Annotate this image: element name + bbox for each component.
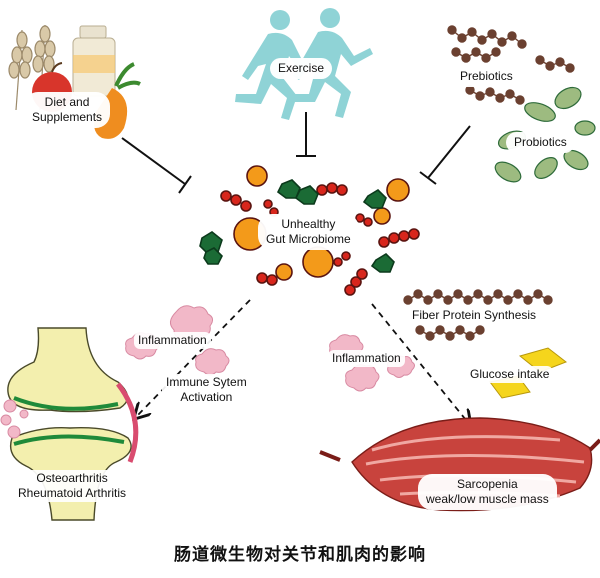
dashed-arrows (135, 299, 470, 425)
lower-cartilage (13, 434, 125, 446)
exercise-inhibition-line (296, 112, 316, 157)
joint-disease-label: Osteoarthritis Rheumatoid Arthritis (14, 470, 131, 502)
diet-label: Diet and Supplements (24, 92, 111, 128)
probiotics-inhibition-line (419, 125, 471, 185)
upper-bone (7, 327, 129, 413)
immune-activation-label: Immune Sytem Activation (162, 374, 251, 406)
probiotics-label: Probiotics (506, 132, 575, 153)
exercise-label: Exercise (270, 58, 333, 79)
inflammation-left-label: Inflammation (134, 332, 211, 349)
figure-caption: 肠道微生物对关节和肌肉的影响 (174, 545, 426, 565)
glucose-intake-label: Glucose intake (466, 366, 554, 383)
prebiotics-label: Prebiotics (452, 66, 521, 87)
inhibition-lines (121, 112, 471, 194)
green-bacteria (199, 179, 395, 273)
fiber-chains (403, 289, 553, 341)
inflammation-right-label: Inflammation (328, 350, 405, 367)
supplement-bottle-icon (72, 25, 116, 97)
arrow-to-muscle (371, 303, 470, 425)
arrow-to-joint (135, 299, 251, 418)
red-bacteria (220, 182, 420, 296)
upper-cartilage (13, 396, 119, 411)
joint-capsule (116, 382, 139, 463)
sarcopenia-label: Sarcopenia weak/low muscle mass (418, 474, 557, 510)
orange-bacteria (233, 165, 410, 281)
fiber-protein-synthesis-label: Fiber Protein Synthesis (408, 307, 541, 324)
gut-microbiome-cluster (199, 165, 420, 296)
prebiotic-chains (447, 25, 575, 105)
gut-microbiome-label: Unhealthy Gut Microbiome (258, 214, 359, 250)
wheat-icon (8, 24, 56, 111)
diet-inhibition-line (121, 137, 192, 194)
